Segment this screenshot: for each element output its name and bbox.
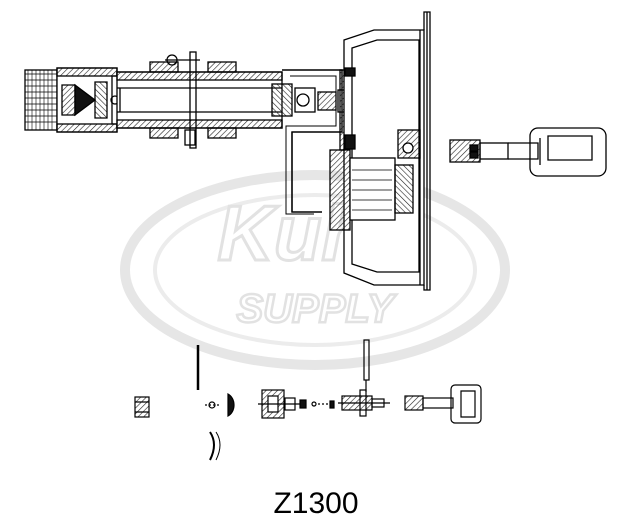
operating-key: [449, 127, 607, 177]
supply-pipe: [116, 71, 283, 129]
part-stem: [338, 389, 390, 417]
valve-stem-assembly: [329, 67, 421, 231]
threaded-inlet: [24, 69, 58, 131]
watermark: Kuhy SUPPLY: [120, 170, 510, 370]
part-inlet-nut: [134, 396, 150, 418]
main-assembly: [24, 11, 607, 291]
part-cone-seal: [227, 393, 235, 417]
watermark-line2: SUPPLY: [236, 287, 396, 331]
part-cartridge-body: [258, 389, 300, 419]
part-small-screw: [299, 399, 335, 409]
model-number: Z1300: [273, 487, 359, 520]
wall-clamp: [149, 51, 237, 149]
part-key: [404, 384, 482, 424]
inlet-body: [56, 67, 120, 133]
part-gasket: [209, 431, 221, 461]
exploded-parts: [134, 339, 482, 461]
part-washer: [205, 401, 220, 409]
